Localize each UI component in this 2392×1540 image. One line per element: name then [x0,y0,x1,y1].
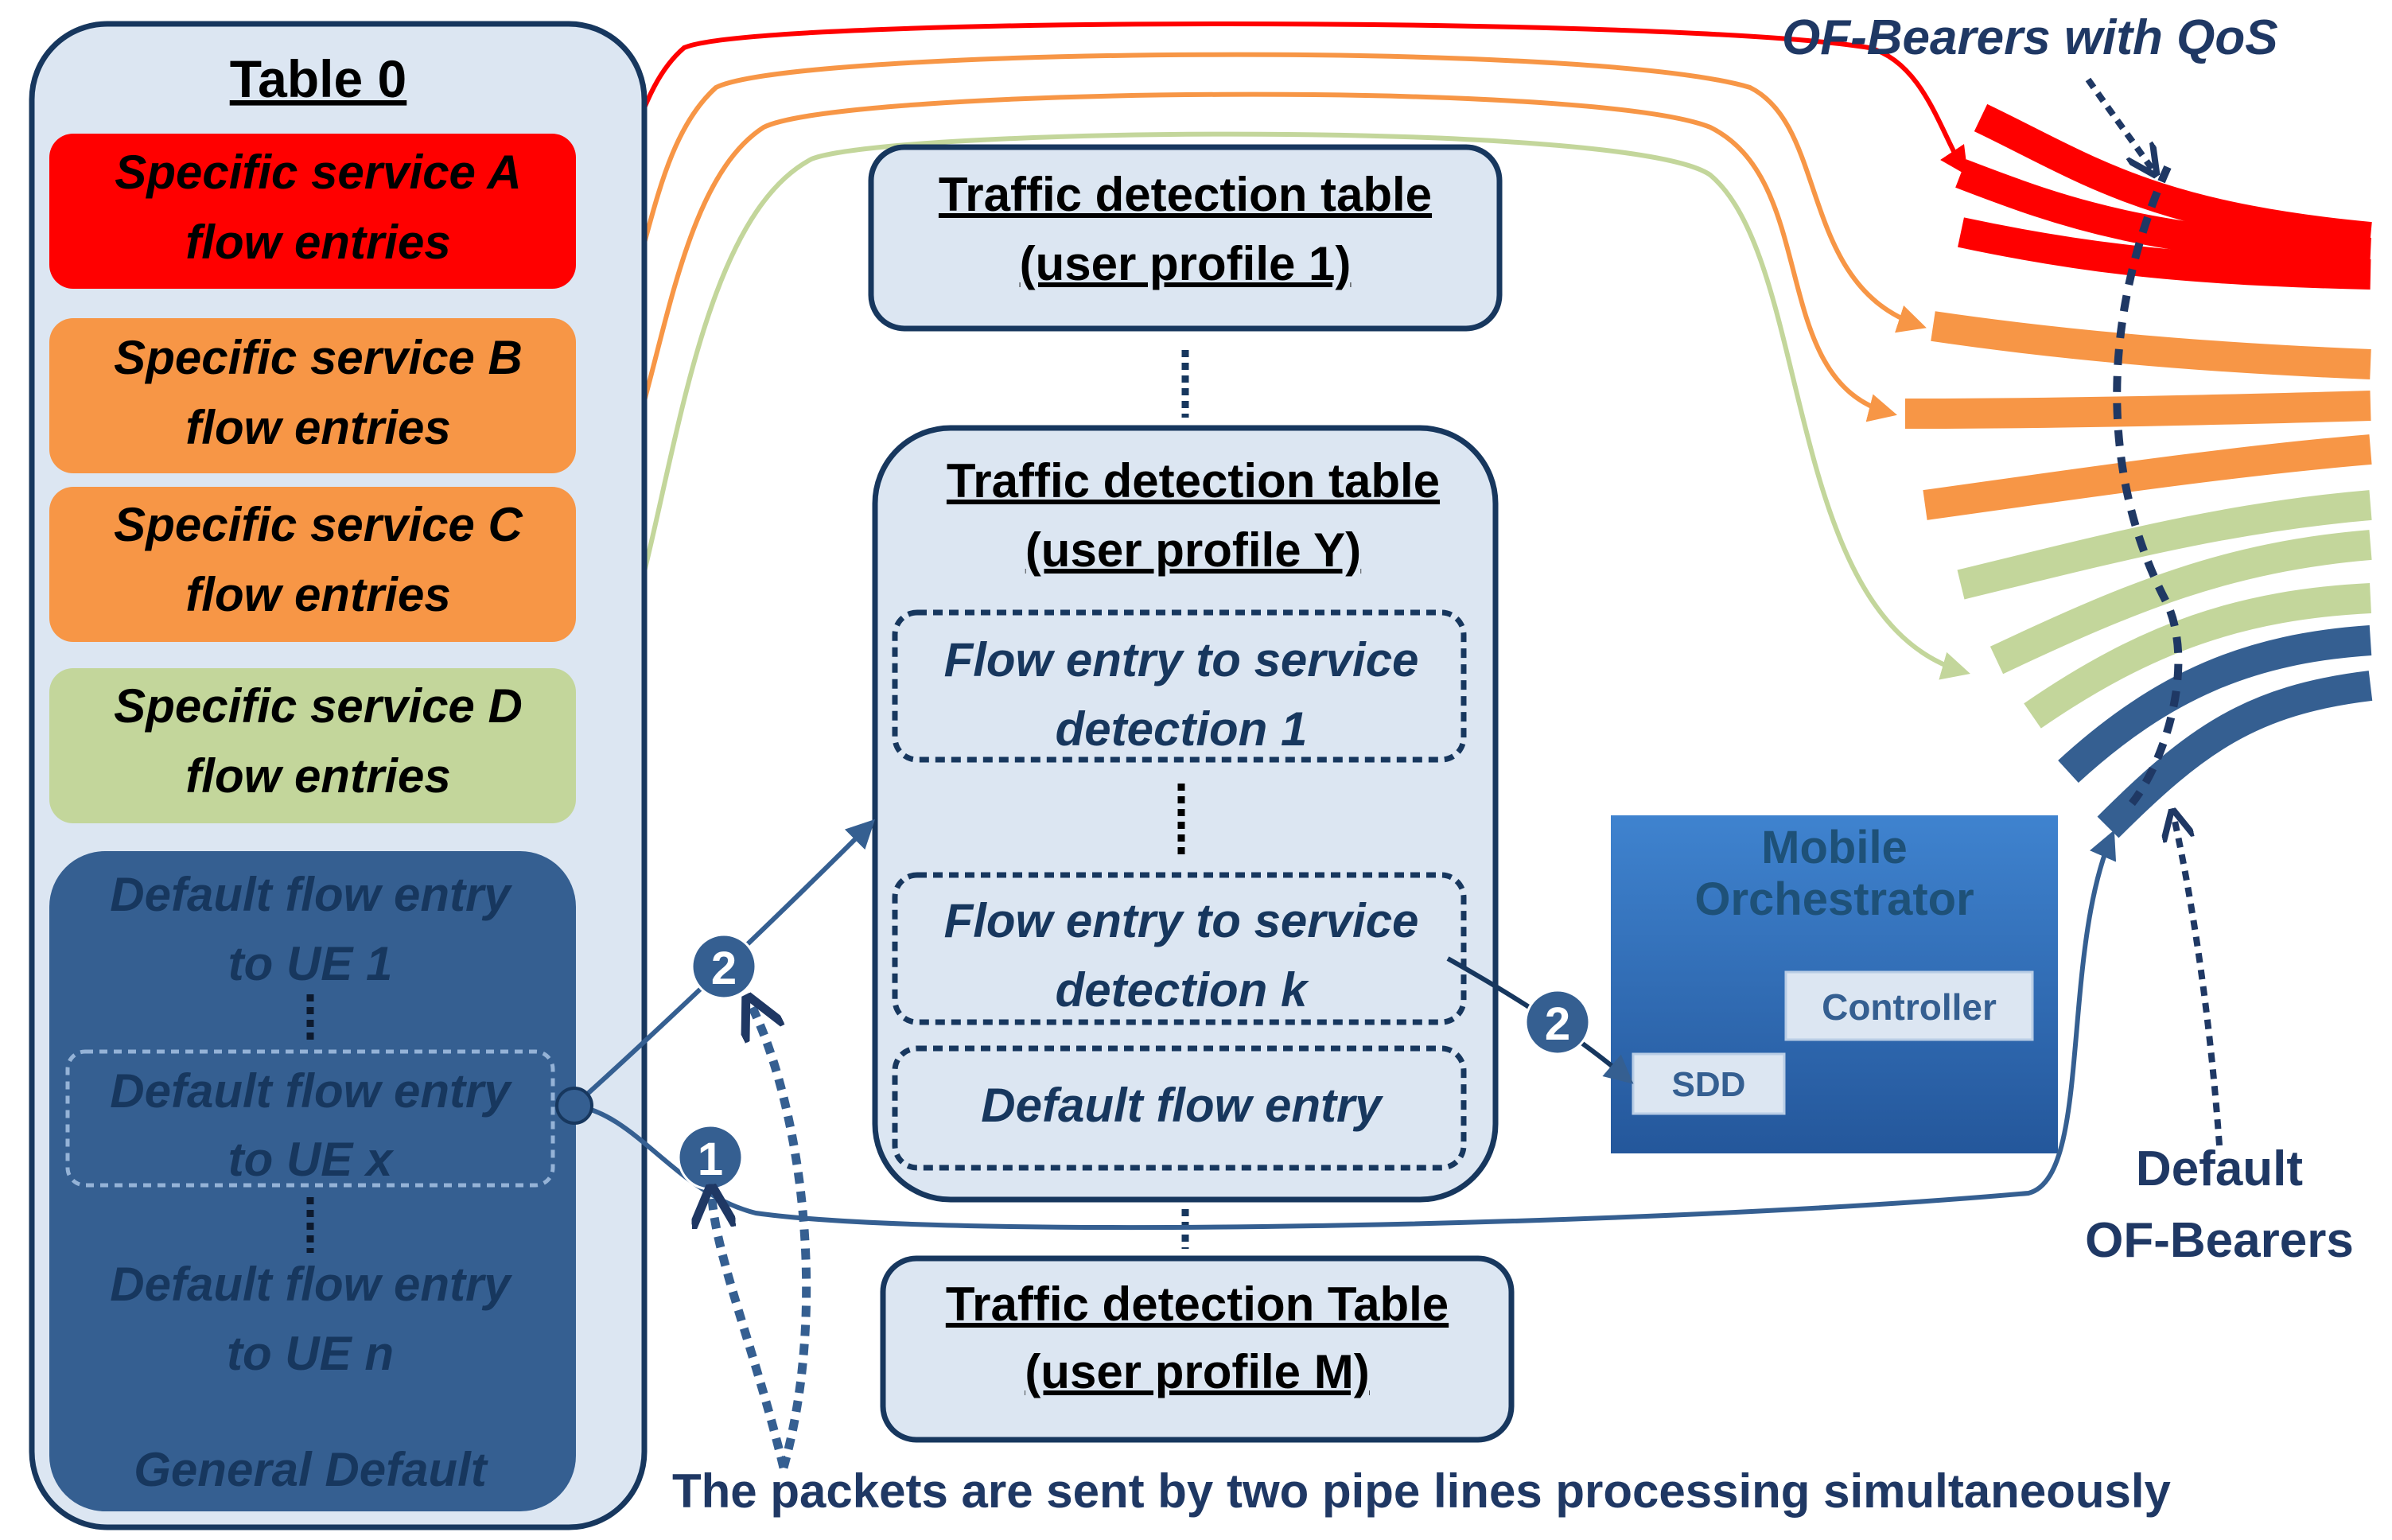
sdd-label: SDD [1672,1065,1746,1104]
table-profile-1-line1: Traffic detection table [939,168,1432,221]
entry-detection-1[interactable] [892,609,1467,763]
flow-arrows [575,21,1970,714]
controller-box[interactable] [1784,970,2034,1041]
badge-2-right: 2 [1524,989,1591,1056]
service-d-line1: Specific service D [114,679,523,733]
controller-label: Controller [1822,986,1997,1028]
table-profile-m-line1: Traffic detection Table [946,1278,1449,1331]
arrow-service-b [575,52,1927,364]
default-bearers-label-2: OF-Bearers [2085,1213,2354,1268]
table-profile-y-line1: Traffic detection table [947,454,1440,508]
badge-2-left: 2 [690,933,757,1000]
entry-detection-k-line1: Flow entry to service [944,894,1419,947]
arrow-service-d [575,131,1970,714]
default-ue1-line2: to UE 1 [228,937,393,990]
entry-detection-1-line2: detection 1 [1056,702,1308,756]
caption-text: The packets are sent by two pipe lines p… [672,1464,2172,1518]
mobile-orchestrator[interactable]: Mobile Orchestrator Controller SDD [1611,815,2058,1153]
service-b-line1: Specific service B [114,331,523,384]
default-bearers-label-1: Default [2136,1141,2303,1196]
service-a-line1: Specific service A [115,146,521,199]
entry-default-label: Default flow entry [981,1079,1383,1132]
table-profile-m-line2: (user profile M) [1025,1345,1369,1398]
qos-bearers-label: OF-Bearers with QoS [1782,10,2278,65]
qos-bearers [1904,103,2373,838]
bearer-green-1 [1957,490,2372,600]
entry-default[interactable] [892,1045,1467,1171]
table-profile-1[interactable]: Traffic detection table (user profile 1) [868,144,1503,332]
table-profile-y[interactable]: Traffic detection table (user profile Y)… [872,425,1499,1203]
default-uex-line1: Default flow entry [110,1064,512,1118]
service-c-line1: Specific service C [114,498,523,551]
arrow-service-c [575,91,1897,531]
orchestrator-title-line2: Orchestrator [1694,873,1974,925]
dotted-arrow-default-bearers [2174,818,2223,1146]
service-d-line2: flow entries [185,749,450,803]
service-b-box[interactable]: Specific service B flow entries [49,318,576,473]
entry-detection-1-line1: Flow entry to service [944,633,1419,686]
bearer-green-3 [2024,583,2371,729]
junction-dot [555,1087,593,1125]
svg-text:1: 1 [698,1134,723,1185]
bearer-red-1 [1974,103,2372,252]
entry-detection-k-line2: detection k [1056,963,1309,1017]
table-profile-y-line2: (user profile Y) [1025,523,1361,577]
bearer-red-2 [1955,159,2371,268]
bearer-orange-2 [1904,391,2371,429]
sdd-box[interactable] [1632,1052,1786,1115]
default-entries-box[interactable]: Default flow entry to UE 1 Default flow … [49,851,576,1511]
badge-1: 1 [677,1124,744,1191]
dotted-arrow-to-badge-2 [752,1006,811,1469]
service-d-box[interactable]: Specific service D flow entries [49,668,576,823]
svg-text:2: 2 [1545,998,1570,1050]
table-profile-m[interactable]: Traffic detection Table (user profile M) [880,1255,1515,1443]
default-ue1-line1: Default flow entry [110,868,512,921]
entry-detection-k[interactable] [892,872,1467,1025]
bearer-orange-1 [1931,311,2371,379]
table-profile-1-line2: (user profile 1) [1020,237,1352,290]
dotted-arrow-qos [2085,77,2152,169]
orchestrator-title-line1: Mobile [1761,822,1908,873]
default-uex-line2: to UE x [228,1133,395,1186]
service-a-box[interactable]: Specific service A flow entries [49,134,576,289]
bearer-green-2 [1989,530,2372,675]
service-c-line2: flow entries [185,568,450,621]
svg-text:2: 2 [711,943,737,994]
service-b-line2: flow entries [185,401,450,454]
general-default-label: General Default [134,1443,488,1496]
bearer-orange-3 [1923,434,2372,520]
default-uen-line1: Default flow entry [110,1258,512,1311]
table0-title: Table 0 [230,49,407,108]
bearer-blue-1 [2058,625,2372,784]
service-c-box[interactable]: Specific service C flow entries [49,487,576,642]
bearer-red-3 [1958,217,2371,290]
dotted-arrow-to-badge-1 [712,1197,788,1469]
service-a-line2: flow entries [185,216,450,269]
default-uen-line2: to UE n [227,1327,394,1380]
caption-dotted-arrows [712,77,2223,1469]
